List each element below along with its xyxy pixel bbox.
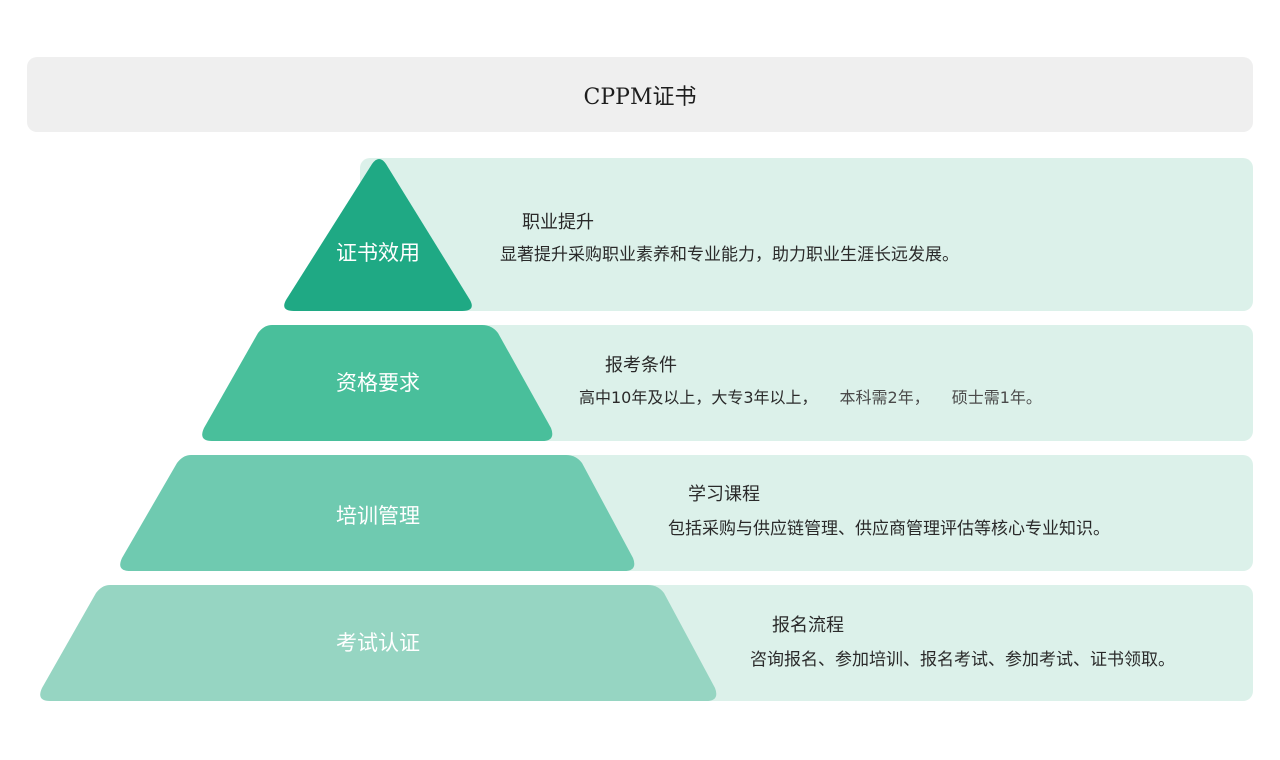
tier-2-description-part-2: 本科需2年，: [839, 388, 930, 407]
tier-2-description-part-3: 硕士需1年。: [951, 388, 1042, 407]
tier-1-heading: 职业提升: [522, 212, 594, 233]
tier-3-description: 包括采购与供应链管理、供应商管理评估等核心专业知识。: [668, 519, 1110, 539]
tier-2-description-part-1: 高中10年及以上，大专3年以上，: [579, 388, 818, 407]
tier-1-description: 显著提升采购职业素养和专业能力，助力职业生涯长远发展。: [500, 245, 959, 265]
tier-4-trapezoid: [40, 585, 717, 701]
diagram-title: CPPM证书: [583, 84, 697, 110]
title-bar: CPPM证书: [27, 57, 1253, 132]
tier-1-triangle: [284, 159, 472, 311]
tier-2-heading: 报考条件: [605, 355, 677, 376]
tier-2-description: 高中10年及以上，大专3年以上， 本科需2年， 硕士需1年。: [579, 390, 1042, 406]
tier-2-panel: [460, 325, 1253, 441]
tier-3-trapezoid: [120, 455, 635, 571]
tier-2-trapezoid: [202, 325, 553, 441]
tier-4-description: 咨询报名、参加培训、报名考试、参加考试、证书领取。: [750, 650, 1175, 670]
tier-4-heading: 报名流程: [772, 615, 844, 636]
tier-4-label: 考试认证: [336, 631, 420, 655]
tier-3-heading: 学习课程: [688, 484, 760, 505]
tier-4-panel: [620, 585, 1253, 701]
tier-2-label: 资格要求: [336, 371, 420, 395]
tier-3-panel: [540, 455, 1253, 571]
tier-1-panel: [360, 158, 1253, 311]
tier-3-label: 培训管理: [336, 504, 420, 528]
tier-1-label: 证书效用: [336, 241, 420, 265]
